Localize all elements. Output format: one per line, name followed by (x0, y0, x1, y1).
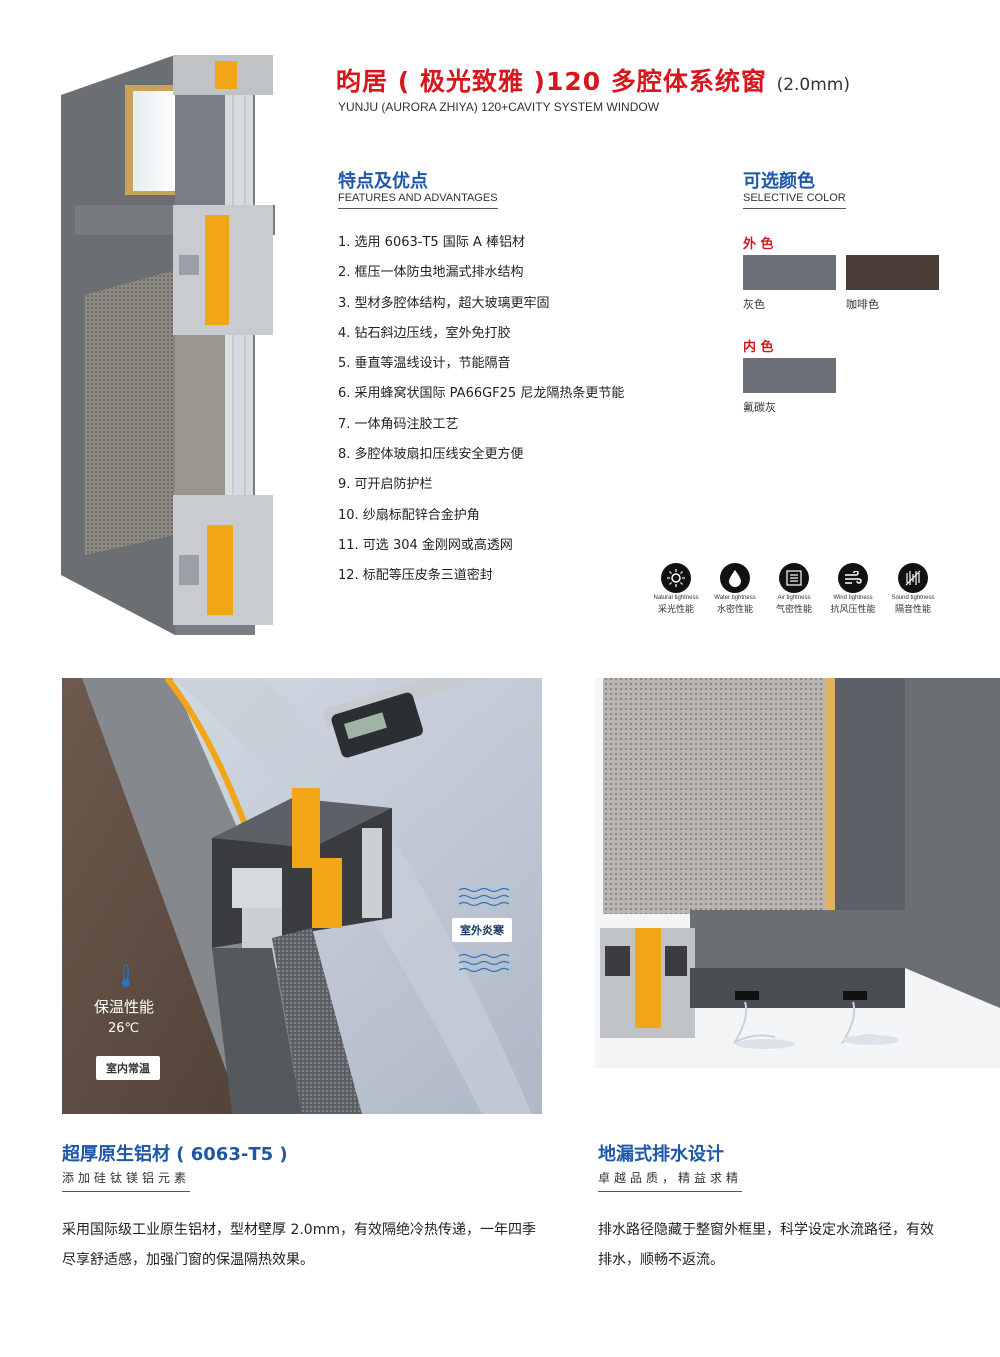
performance-daylight: Natural tightness 采光性能 (646, 563, 706, 615)
performance-water: Water tightness 水密性能 (705, 563, 765, 615)
features-title: 特点及优点 (338, 171, 428, 192)
colors-title: 可选颜色 (743, 171, 815, 192)
feature-item: 10. 纱扇标配锌合金护角 (338, 507, 480, 523)
color-swatch-coffee[interactable] (846, 255, 939, 290)
thick-aluminum-description: 采用国际级工业原生铝材，型材壁厚 2.0mm，有效隔绝冷热传递，一年四季尽享舒适… (62, 1222, 536, 1268)
inner-color-label: 内 色 (743, 340, 774, 355)
indoor-tag: 室内常温 (96, 1056, 160, 1080)
drainage-title: 地漏式排水设计 (598, 1144, 724, 1165)
sound-icon (898, 563, 928, 593)
performance-wind: Wind tightness 抗风压性能 (823, 563, 883, 615)
drainage-photo (595, 678, 1000, 1068)
feature-item: 6. 采用蜂窝状国际 PA66GF25 尼龙隔热条更节能 (338, 386, 625, 402)
thick-aluminum-title: 超厚原生铝材 ( 6063-T5 ) (62, 1144, 288, 1165)
profile-thickness-photo: 室外炎寒 保温性能 26℃ 室内常温 (62, 678, 542, 1114)
air-icon (779, 563, 809, 593)
features-list: 1. 选用 6063-T5 国际 A 棒铝材 2. 框压一体防虫地漏式排水结构 … (338, 228, 624, 592)
performance-sound: Sound tightness 隔音性能 (883, 563, 943, 615)
feature-item: 12. 标配等压皮条三道密封 (338, 568, 493, 584)
sun-icon (661, 563, 691, 593)
feature-item: 5. 垂直等温线设计，节能隔音 (338, 356, 511, 372)
temperature-value: 26℃ (108, 1021, 140, 1036)
colors-subtitle: SELECTIVE COLOR (743, 192, 846, 209)
drainage-subtitle: 卓越品质，精益求精 (598, 1169, 743, 1192)
thick-aluminum-subtitle: 添加硅钛镁铝元素 (62, 1169, 191, 1192)
insulation-title: 保温性能 (94, 998, 155, 1016)
color-swatch-name: 氟碳灰 (743, 401, 776, 414)
color-swatch-name: 咖啡色 (846, 298, 879, 311)
outdoor-tag: 室外炎寒 (452, 918, 512, 942)
wind-icon (838, 563, 868, 593)
feature-item: 9. 可开启防护栏 (338, 477, 433, 493)
color-swatch-fluorocarbon-grey[interactable] (743, 358, 836, 393)
water-drop-icon (720, 563, 750, 593)
thermometer-icon (122, 964, 130, 987)
window-cutaway-illustration (55, 55, 275, 635)
feature-item: 7. 一体角码注胶工艺 (338, 416, 459, 432)
wave-icon (458, 887, 510, 907)
feature-item: 1. 选用 6063-T5 国际 A 棒铝材 (338, 235, 525, 250)
drainage-description: 排水路径隐藏于整窗外框里，科学设定水流路径，有效排水，顺畅不返流。 (598, 1222, 934, 1268)
feature-item: 8. 多腔体玻扇扣压线安全更方便 (338, 447, 524, 463)
feature-item: 11. 可选 304 金刚网或高透网 (338, 537, 513, 553)
performance-air: Air tightness 气密性能 (764, 563, 824, 615)
color-swatch-grey[interactable] (743, 255, 836, 290)
page-title: 昀居 ( 极光致雅 )120 多腔体系统窗 (2.0mm) (336, 67, 850, 96)
color-swatch-name: 灰色 (743, 298, 765, 311)
title-thickness: (2.0mm) (776, 75, 850, 95)
page-subtitle: YUNJU (AURORA ZHIYA) 120+CAVITY SYSTEM W… (338, 100, 660, 114)
feature-item: 2. 框压一体防虫地漏式排水结构 (338, 265, 524, 281)
feature-item: 4. 钻石斜边压线，室外免打胶 (338, 325, 511, 341)
features-subtitle: FEATURES AND ADVANTAGES (338, 192, 498, 209)
outer-color-label: 外 色 (743, 237, 774, 252)
feature-item: 3. 型材多腔体结构，超大玻璃更牢固 (338, 295, 550, 311)
wave-icon (458, 953, 510, 973)
